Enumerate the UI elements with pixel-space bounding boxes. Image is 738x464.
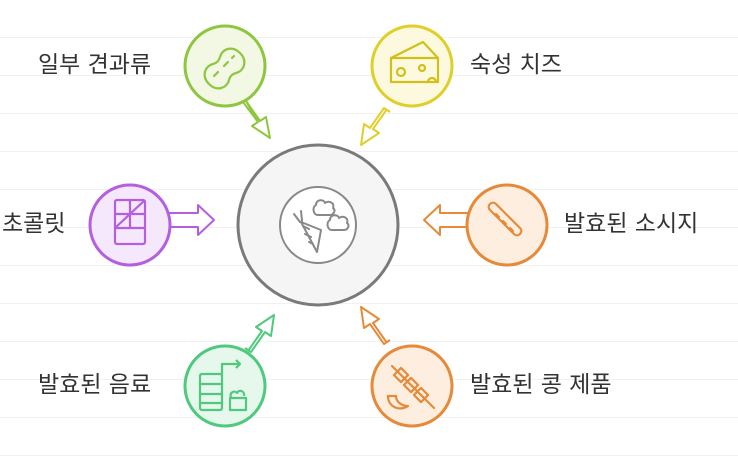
soy-skewer-icon <box>386 364 436 410</box>
item-nuts <box>183 24 271 139</box>
chocolate-bar-icon <box>113 198 147 246</box>
arrow-chocolate <box>167 204 215 236</box>
label-soy: 발효된 콩 제품 <box>470 372 612 398</box>
label-chocolate: 초콜릿 <box>2 211 66 237</box>
center-hub <box>236 143 400 307</box>
item-cheese <box>360 24 454 146</box>
arrow-drinks <box>244 314 275 353</box>
item-drinks <box>183 314 275 428</box>
vegetables-icon <box>279 186 357 264</box>
peanut-icon <box>203 47 246 90</box>
label-nuts: 일부 견과류 <box>38 52 152 78</box>
label-cheese: 숙성 치즈 <box>470 52 562 78</box>
item-soy <box>360 306 454 428</box>
fermented-drink-icon <box>198 359 248 412</box>
item-chocolate <box>88 183 215 267</box>
cheese-icon <box>389 40 440 84</box>
item-sausage <box>423 183 549 267</box>
label-sausage: 발효된 소시지 <box>564 211 699 237</box>
arrow-cheese <box>360 107 391 146</box>
label-drinks: 발효된 음료 <box>38 372 152 398</box>
arrow-soy <box>360 306 391 345</box>
sausage-icon <box>487 201 523 237</box>
arrow-sausage <box>423 204 471 236</box>
arrow-nuts <box>245 100 271 139</box>
